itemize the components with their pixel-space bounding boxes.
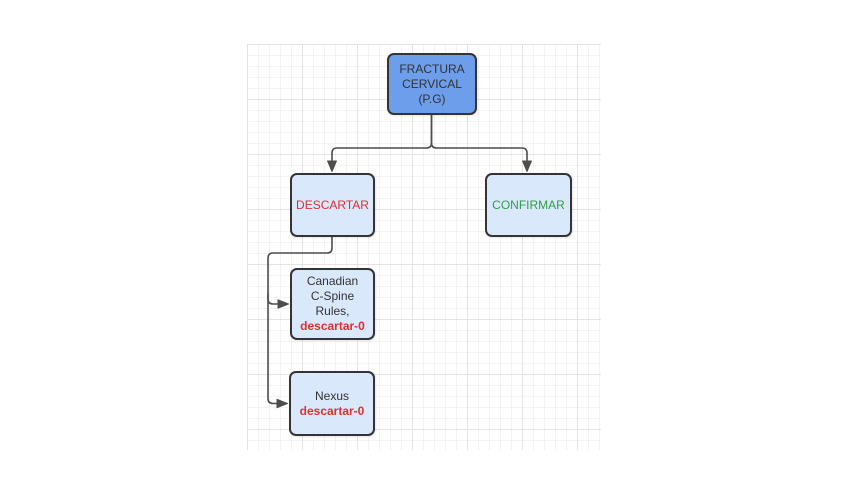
node-nexus[interactable]: Nexus descartar-0 (289, 371, 375, 436)
node-text-line: FRACTURA (399, 61, 465, 76)
node-fractura-cervical[interactable]: FRACTURA CERVICAL (P.G) (387, 53, 477, 115)
node-text-line: C-Spine (310, 289, 355, 303)
node-tag: descartar-0 (300, 319, 365, 333)
node-text-line: Canadian (306, 274, 359, 288)
node-confirmar[interactable]: CONFIRMAR (485, 173, 572, 237)
node-descartar[interactable]: DESCARTAR (290, 173, 375, 237)
node-text-line: Nexus (314, 388, 349, 403)
node-text-line: (P.G) (418, 91, 446, 106)
node-text-line: Rules, (315, 304, 350, 318)
node-label: CONFIRMAR (492, 197, 565, 212)
node-canadian-c-spine-rules[interactable]: Canadian C-Spine Rules, descartar-0 (290, 268, 375, 340)
node-tag: descartar-0 (299, 403, 365, 418)
node-label: DESCARTAR (296, 197, 369, 212)
node-text-line: CERVICAL (402, 76, 462, 91)
